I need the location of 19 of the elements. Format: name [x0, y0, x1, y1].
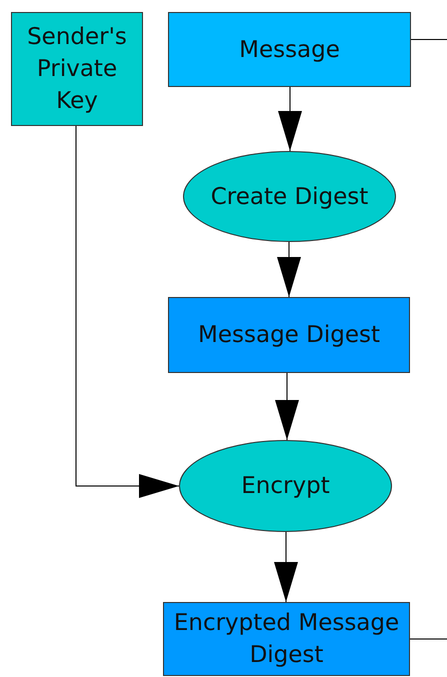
process-box [168, 12, 411, 87]
node-label: Create Digest [210, 182, 368, 212]
arrow [278, 86, 302, 152]
node-label: Message Digest [198, 321, 380, 350]
node-label: Message [239, 36, 340, 64]
arrow [274, 532, 298, 602]
arrow [76, 126, 180, 498]
process-box [163, 602, 410, 676]
process-ellipse [183, 151, 396, 242]
process-box [11, 12, 143, 126]
process-ellipse [179, 440, 392, 532]
node-label: Encrypted Message Digest [172, 609, 400, 670]
process-box [168, 297, 410, 373]
connector-line [410, 638, 447, 640]
arrow [275, 372, 299, 440]
node-label: Encrypt [241, 472, 330, 501]
node-label: Sender's Private Key [26, 23, 128, 116]
connector-line [410, 39, 447, 40]
arrow [277, 242, 301, 298]
